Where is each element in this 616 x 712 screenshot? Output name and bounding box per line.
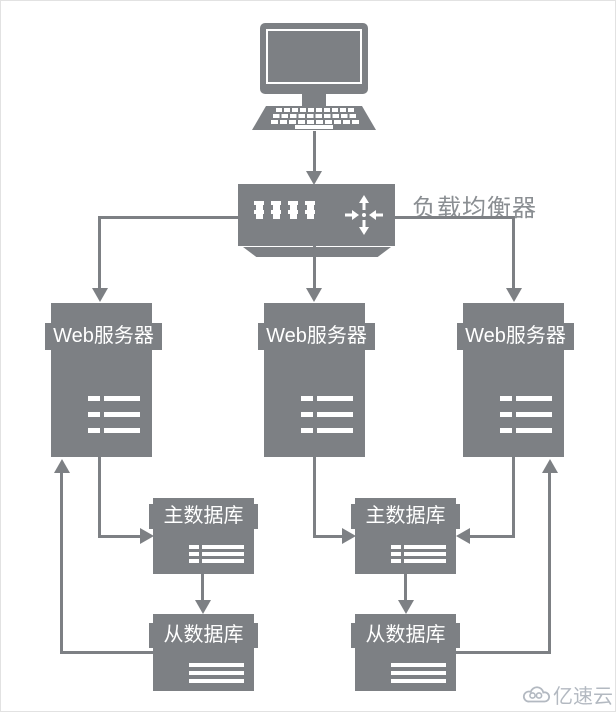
- edge-lb-to-web2-vline: [313, 246, 316, 289]
- edge-web2-to-master2-vline: [313, 457, 316, 537]
- arrowhead-up-icon: [542, 459, 558, 473]
- watermark-text: 亿速云: [553, 686, 613, 708]
- master-db-label: 主数据库: [351, 504, 460, 529]
- arrowhead-down-icon: [195, 600, 211, 614]
- arrowhead-down-icon: [306, 288, 322, 302]
- port-icon: [288, 201, 298, 210]
- arrowhead-down-icon: [506, 288, 522, 302]
- arrowhead-down-icon: [306, 171, 322, 185]
- edge-client-to-lb-line: [313, 131, 316, 173]
- port-icon: [271, 210, 281, 219]
- web-server-node-2: Web服务器: [258, 303, 375, 457]
- route-arrows-icon: [345, 195, 383, 235]
- db-lines-icon: [189, 663, 244, 687]
- arrowhead-down-icon: [92, 288, 108, 302]
- port-icon: [271, 201, 281, 210]
- watermark: 亿速云: [522, 680, 613, 709]
- slave-db-label: 从数据库: [351, 623, 460, 648]
- arrowhead-left-icon: [456, 528, 470, 544]
- edge-slave2-to-web3-vline: [548, 473, 551, 654]
- arrowhead-right-icon: [342, 528, 356, 544]
- db-lines-icon: [189, 545, 244, 566]
- edge-web1-to-master1-vline: [98, 457, 101, 537]
- server-lines-icon: [88, 396, 140, 444]
- cloud-logo-icon: [522, 686, 550, 703]
- slave-db-node-2: 从数据库: [351, 614, 460, 691]
- edge-web2-to-master2-hline: [313, 535, 345, 538]
- master-db-label: 主数据库: [149, 504, 258, 529]
- db-lines-icon: [391, 663, 446, 687]
- web-server-node-1: Web服务器: [45, 303, 162, 457]
- web-server-node-3: Web服务器: [457, 303, 574, 457]
- edge-slave1-to-web1-vline: [60, 473, 63, 654]
- server-lines-icon: [500, 396, 552, 444]
- web-server-label: Web服务器: [45, 323, 162, 350]
- load-balancer-base: [243, 247, 391, 257]
- edge-master1-to-slave1-vline: [201, 574, 204, 602]
- arrowhead-up-icon: [54, 459, 70, 473]
- port-icon: [288, 210, 298, 219]
- edge-web3-to-master2-hline: [469, 535, 515, 538]
- edge-web1-to-master1-hline: [98, 535, 143, 538]
- port-icon: [305, 201, 315, 210]
- edge-lb-to-web1-vline: [98, 216, 101, 289]
- desktop-computer-icon: [252, 23, 376, 130]
- edge-lb-to-web1-hline: [98, 216, 238, 219]
- load-balancer-box: [238, 184, 395, 246]
- port-icon: [305, 210, 315, 219]
- db-lines-icon: [391, 545, 446, 566]
- web-server-label: Web服务器: [258, 323, 375, 350]
- edge-master2-to-slave2-vline: [404, 574, 407, 602]
- edge-slave1-to-web1-hline: [60, 651, 153, 654]
- web-server-label: Web服务器: [457, 323, 574, 350]
- edge-slave2-to-web3-hline: [456, 651, 550, 654]
- port-icon: [254, 201, 264, 210]
- port-icon: [254, 210, 264, 219]
- master-db-node-2: 主数据库: [351, 498, 460, 574]
- arrowhead-right-icon: [140, 528, 154, 544]
- server-lines-icon: [301, 396, 353, 444]
- slave-db-label: 从数据库: [149, 623, 258, 648]
- edge-web3-to-master2-vline: [512, 457, 515, 537]
- ethernet-ports-icon: [254, 201, 315, 219]
- edge-lb-to-web3-vline: [512, 216, 515, 289]
- slave-db-node-1: 从数据库: [149, 614, 258, 691]
- master-db-node-1: 主数据库: [149, 498, 258, 574]
- edge-lb-to-web3-hline: [395, 216, 515, 219]
- arrowhead-down-icon: [398, 600, 414, 614]
